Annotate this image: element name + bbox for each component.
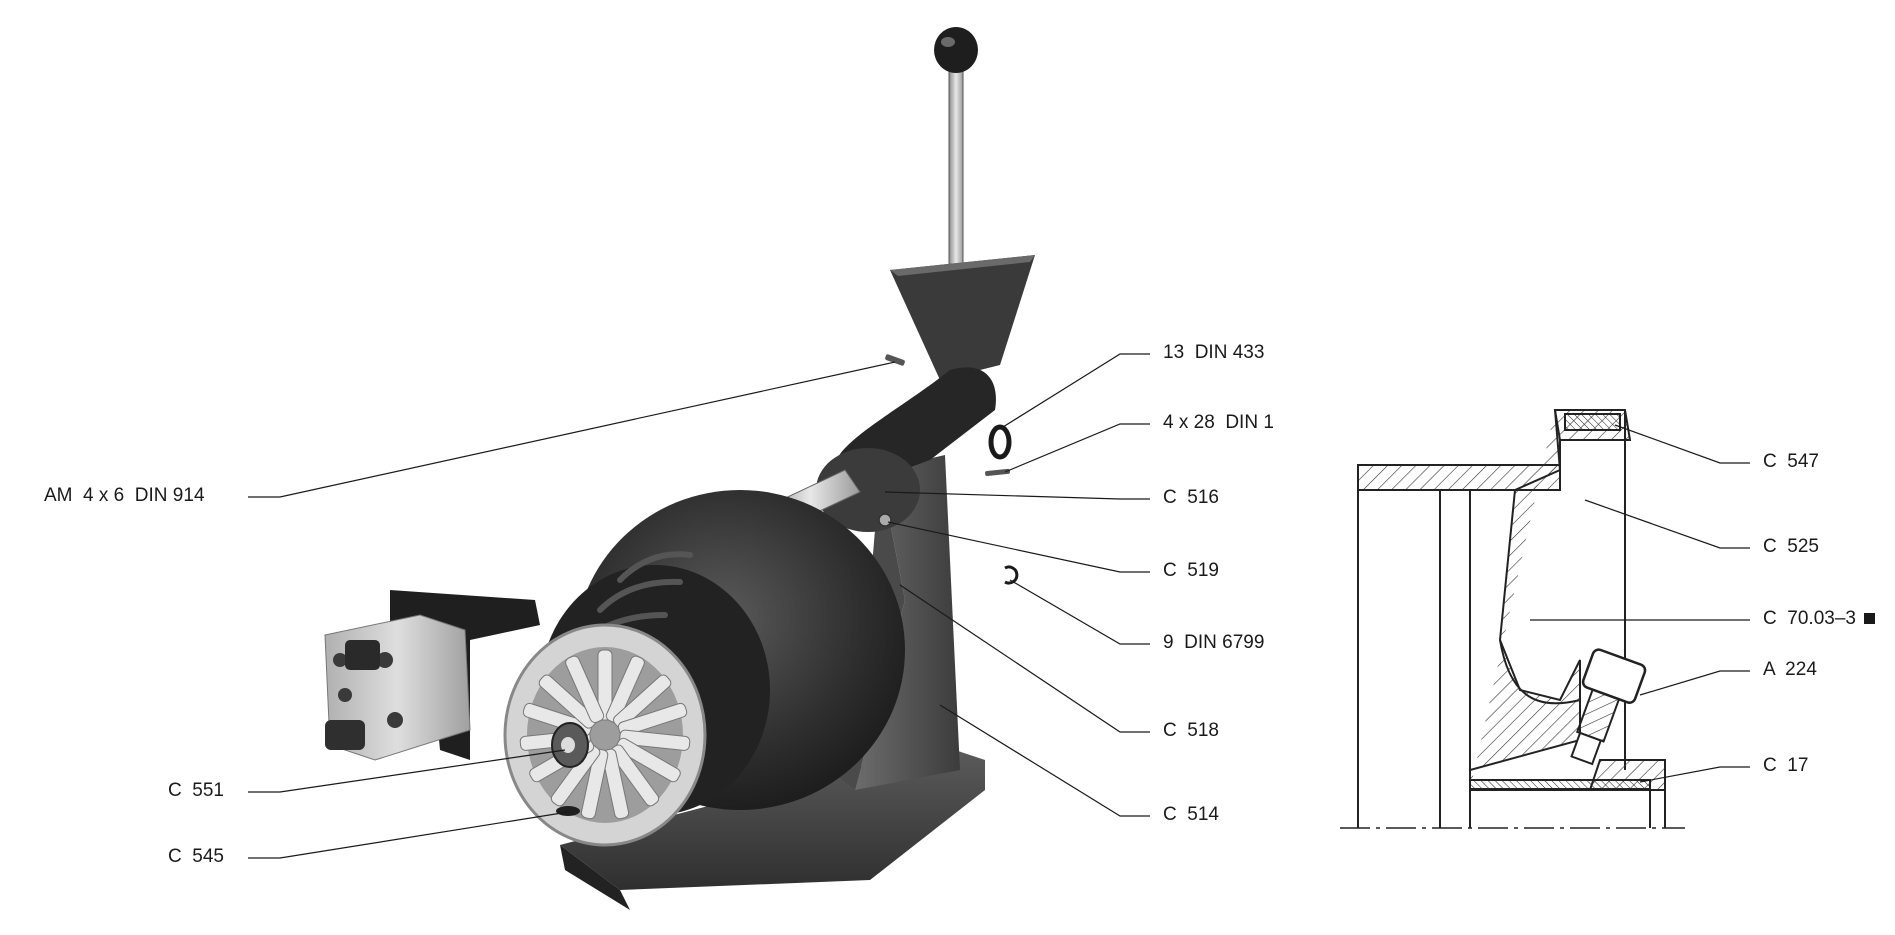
- leader-9-din6799: [1009, 579, 1150, 645]
- callout-c525: C 525: [1763, 536, 1819, 557]
- leader-lines: [248, 353, 1750, 859]
- washer-din433: [988, 424, 1012, 460]
- leader-c545: [248, 811, 569, 859]
- callout-c545: C 545: [168, 846, 224, 867]
- leader-4x28-din1: [1004, 423, 1150, 473]
- section-drawing: [1340, 409, 1685, 829]
- part-a224-gauge: [1570, 648, 1647, 766]
- leader-c547: [1614, 424, 1750, 464]
- callout-a224: A 224: [1763, 659, 1817, 680]
- leader-c516: [884, 491, 1150, 500]
- leader-a224: [1639, 670, 1750, 696]
- callout-c70-03-3: C 70.03–3: [1763, 608, 1875, 630]
- leader-c551: [248, 749, 566, 793]
- pin-din1: [985, 468, 1011, 477]
- screw-din914: [885, 354, 905, 366]
- leader-c519: [887, 521, 1150, 573]
- leader-c514: [939, 704, 1150, 817]
- filled-square-icon: [1863, 613, 1875, 625]
- callout-9-din6799: 9 DIN 6799: [1163, 632, 1265, 653]
- lever-knob: [934, 27, 978, 73]
- callout-c518: C 518: [1163, 720, 1219, 741]
- leader-am-4x6: [248, 361, 896, 498]
- callout-am-4x6-din914: AM 4 x 6 DIN 914: [44, 485, 205, 506]
- callout-c519: C 519: [1163, 560, 1219, 581]
- leader-c518: [899, 584, 1150, 733]
- leader-13-din433: [1002, 353, 1150, 428]
- callout-c514: C 514: [1163, 804, 1219, 825]
- fan-nut: [556, 806, 580, 816]
- callout-c551: C 551: [168, 780, 224, 801]
- callout-c70-03-3-text: C 70.03–3: [1763, 608, 1856, 629]
- circlip-din6799: [1004, 565, 1019, 585]
- machine-illustration: [324, 27, 1035, 910]
- lever-guide: [890, 255, 1035, 380]
- callout-4x28-din1: 4 x 28 DIN 1: [1163, 412, 1274, 433]
- leader-c525: [1584, 499, 1750, 549]
- callout-c17: C 17: [1763, 755, 1809, 776]
- leader-c17: [1639, 766, 1750, 783]
- callout-13-din433: 13 DIN 433: [1163, 342, 1265, 363]
- part-c17-plate: [1469, 779, 1651, 790]
- callout-c516: C 516: [1163, 487, 1219, 508]
- screw-c519: [878, 513, 892, 527]
- pump-fitting: [325, 720, 365, 750]
- callout-c547: C 547: [1763, 451, 1819, 472]
- coupling-flange: [816, 448, 920, 532]
